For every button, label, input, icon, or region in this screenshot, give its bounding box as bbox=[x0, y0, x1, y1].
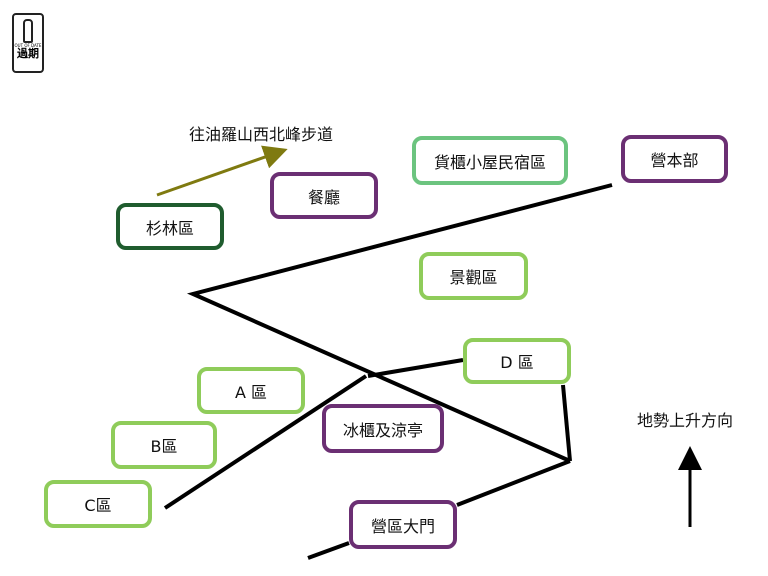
area-fridge-pavilion[interactable]: 冰櫃及涼亭 bbox=[322, 404, 444, 453]
road-to-gate bbox=[456, 459, 571, 507]
area-container-lodge[interactable]: 貨櫃小屋民宿區 bbox=[412, 136, 568, 185]
area-viewpoint[interactable]: 景觀區 bbox=[419, 252, 528, 300]
area-restaurant[interactable]: 餐廳 bbox=[270, 172, 378, 219]
area-c[interactable]: C區 bbox=[44, 480, 152, 528]
logo-text: 過期 bbox=[17, 47, 39, 60]
area-headquarters[interactable]: 營本部 bbox=[621, 135, 728, 183]
road-to-c bbox=[163, 374, 368, 510]
slope-label: 地勢上升方向 bbox=[637, 411, 734, 430]
area-main-gate[interactable]: 營區大門 bbox=[349, 500, 457, 549]
road-d-down bbox=[561, 384, 572, 462]
road-exit bbox=[307, 541, 350, 560]
area-b[interactable]: B區 bbox=[111, 421, 217, 469]
area-cedar[interactable]: 杉林區 bbox=[116, 203, 224, 250]
road-to-d bbox=[367, 358, 464, 378]
area-a[interactable]: A 區 bbox=[197, 367, 305, 414]
out-of-date-logo: OUT OF DATE 過期 bbox=[12, 13, 44, 73]
logo-small-text: OUT OF DATE bbox=[14, 43, 42, 48]
trail-label: 往油羅山西北峰步道 bbox=[189, 125, 334, 144]
main-road bbox=[186, 183, 613, 463]
trail-arrow bbox=[156, 145, 288, 197]
bottle-icon bbox=[23, 19, 33, 43]
area-d[interactable]: D 區 bbox=[463, 338, 571, 384]
